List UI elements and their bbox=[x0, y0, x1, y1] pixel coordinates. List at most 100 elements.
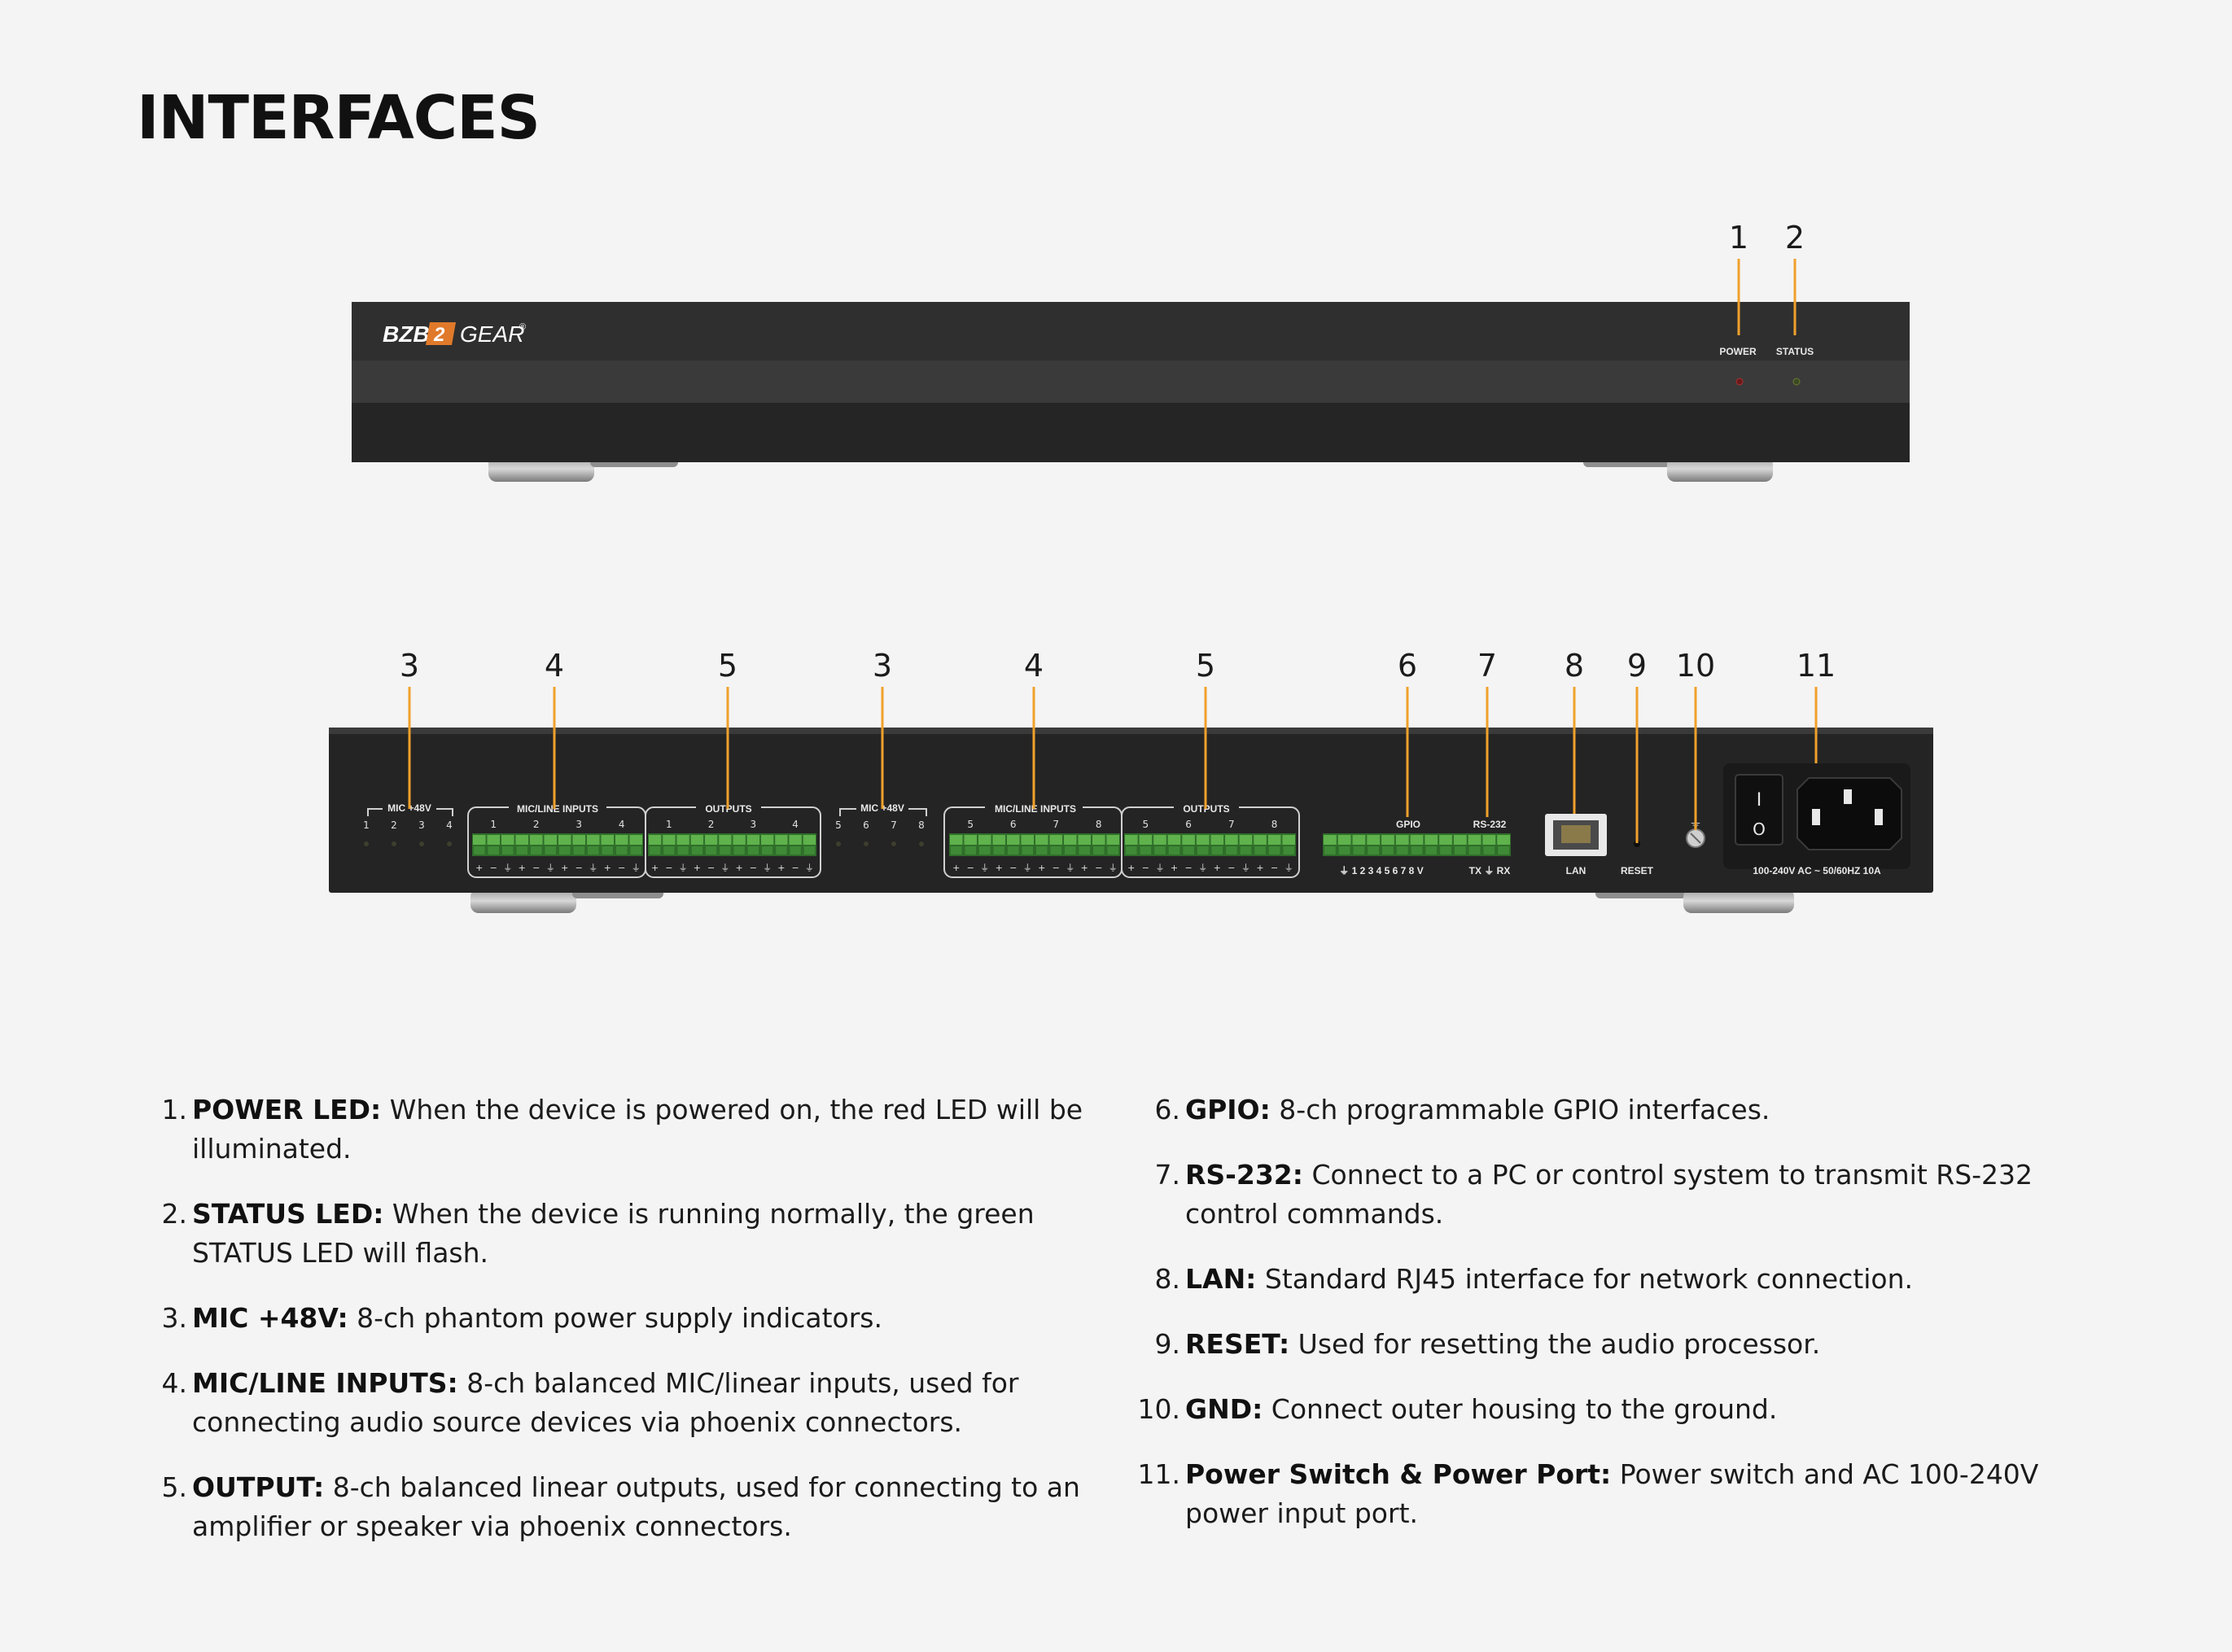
svg-text:2: 2 bbox=[433, 324, 445, 346]
terminal-slot bbox=[1212, 846, 1223, 854]
terminal-screw bbox=[1140, 835, 1153, 845]
terminal-screw bbox=[649, 835, 661, 845]
legend-term: RESET: bbox=[1185, 1328, 1289, 1360]
power-led-label: POWER bbox=[1719, 346, 1757, 357]
terminal-slot bbox=[616, 846, 628, 854]
terminal-screw bbox=[501, 835, 514, 845]
terminal-screw bbox=[691, 835, 703, 845]
terminal-polarity-mark: ⏚ bbox=[546, 863, 555, 873]
terminal-polarity-mark: + bbox=[561, 863, 568, 873]
terminal-screw bbox=[677, 835, 689, 845]
callout-4: 4 bbox=[545, 648, 564, 684]
legend-item: 1.POWER LED: When the device is powered … bbox=[137, 1090, 1105, 1169]
terminal-polarity-mark: − bbox=[618, 863, 625, 873]
terminal-screw bbox=[1007, 835, 1020, 845]
terminal-slot bbox=[1382, 846, 1394, 854]
terminal-polarity-mark: + bbox=[651, 863, 659, 873]
terminal-polarity-mark: − bbox=[750, 863, 757, 873]
terminal-screw bbox=[1107, 835, 1120, 845]
terminal-screw bbox=[761, 835, 773, 845]
terminal-slot bbox=[559, 846, 571, 854]
terminal-screw bbox=[1225, 835, 1238, 845]
terminal-screw bbox=[978, 835, 991, 845]
svg-text:BZB: BZB bbox=[383, 321, 430, 347]
terminal-slot bbox=[1397, 846, 1408, 854]
terminal-channel-number: 1 bbox=[490, 819, 497, 830]
legend-term: OUTPUT: bbox=[192, 1471, 324, 1503]
terminal-slot bbox=[776, 846, 786, 854]
legend-item: 8.LAN: Standard RJ45 interface for netwo… bbox=[1130, 1260, 2107, 1299]
legend-number: 3. bbox=[137, 1299, 187, 1338]
terminal-polarity-mark: + bbox=[519, 863, 526, 873]
terminal-polarity-mark: − bbox=[665, 863, 672, 873]
terminal-slot bbox=[1254, 846, 1266, 854]
legend-term: MIC +48V: bbox=[192, 1302, 348, 1334]
terminal-polarity-mark: + bbox=[996, 863, 1003, 873]
callout-11: 11 bbox=[1797, 648, 1836, 684]
terminal-slot bbox=[602, 846, 614, 854]
mic48v-led bbox=[447, 841, 452, 846]
terminal-slot bbox=[720, 846, 730, 854]
gpio-pin-labels: ⏚ 1 2 3 4 5 6 7 8 V bbox=[1339, 865, 1423, 876]
terminal-slot bbox=[1425, 846, 1437, 854]
terminal-polarity-mark: + bbox=[952, 863, 960, 873]
terminal-screw bbox=[747, 835, 759, 845]
terminal-channel-number: 6 bbox=[1010, 819, 1017, 830]
terminal-polarity-mark: ⏚ bbox=[1241, 863, 1250, 873]
legend-number: 10. bbox=[1130, 1390, 1180, 1429]
terminal-screw bbox=[950, 835, 963, 845]
terminal-screw bbox=[1079, 835, 1092, 845]
terminal-screw bbox=[733, 835, 746, 845]
legend-column-left: 1.POWER LED: When the device is powered … bbox=[137, 1090, 1105, 1572]
terminal-screw bbox=[1439, 835, 1452, 845]
terminal-channel-number: 8 bbox=[1271, 819, 1278, 830]
legend-number: 7. bbox=[1130, 1156, 1180, 1195]
legend-term: MIC/LINE INPUTS: bbox=[192, 1367, 458, 1399]
terminal-polarity-mark: − bbox=[707, 863, 715, 873]
mic48v-led bbox=[919, 841, 924, 846]
terminal-channel-number: 4 bbox=[792, 819, 799, 830]
terminal-screw bbox=[790, 835, 802, 845]
rs232-pin-labels: TX ⏚ RX bbox=[1469, 865, 1511, 876]
legend-number: 6. bbox=[1130, 1090, 1180, 1130]
terminal-screw bbox=[1035, 835, 1048, 845]
terminal-polarity-mark: + bbox=[1214, 863, 1221, 873]
terminal-slot bbox=[1411, 846, 1423, 854]
terminal-screw bbox=[1050, 835, 1063, 845]
terminal-polarity-mark: ⏚ bbox=[805, 863, 814, 873]
terminal-screw bbox=[1282, 835, 1295, 845]
terminal-screw bbox=[1381, 835, 1394, 845]
terminal-slot bbox=[1183, 846, 1194, 854]
legend-item: 4.MIC/LINE INPUTS: 8-ch balanced MIC/lin… bbox=[137, 1364, 1105, 1442]
terminal-slot bbox=[748, 846, 759, 854]
terminal-polarity-mark: ⏚ bbox=[679, 863, 688, 873]
terminal-polarity-mark: − bbox=[1095, 863, 1102, 873]
terminal-channel-number: 2 bbox=[533, 819, 540, 830]
terminal-screw bbox=[558, 835, 571, 845]
front-top-band bbox=[352, 302, 1910, 361]
status-led bbox=[1793, 378, 1800, 385]
terminal-screw bbox=[516, 835, 529, 845]
gpio-label: GPIO bbox=[1396, 819, 1420, 830]
callout-3: 3 bbox=[400, 648, 419, 684]
legend-description: Used for resetting the audio processor. bbox=[1289, 1328, 1820, 1360]
terminal-slot bbox=[1036, 846, 1048, 854]
gpio-terminals bbox=[1323, 833, 1511, 856]
front-panel: BZB 2 GEAR ® POWER STATUS 1 2 bbox=[352, 220, 1910, 482]
terminal-polarity-mark: − bbox=[1185, 863, 1193, 873]
mic48v-led bbox=[419, 841, 424, 846]
front-mid-band bbox=[352, 361, 1910, 403]
terminal-polarity-mark: + bbox=[475, 863, 483, 873]
terminal-slot bbox=[1324, 846, 1336, 854]
terminal-polarity-mark: + bbox=[1081, 863, 1088, 873]
terminal-slot bbox=[588, 846, 599, 854]
terminal-polarity-mark: ⏚ bbox=[763, 863, 772, 873]
mic48v-led bbox=[392, 841, 396, 846]
callout-8: 8 bbox=[1565, 648, 1584, 684]
terminal-polarity-mark: + bbox=[736, 863, 743, 873]
terminal-slot bbox=[790, 846, 801, 854]
terminal-slot bbox=[1241, 846, 1252, 854]
terminal-screw bbox=[1211, 835, 1224, 845]
terminal-polarity-mark: + bbox=[1256, 863, 1263, 873]
terminal-channel-number: 6 bbox=[1185, 819, 1192, 830]
